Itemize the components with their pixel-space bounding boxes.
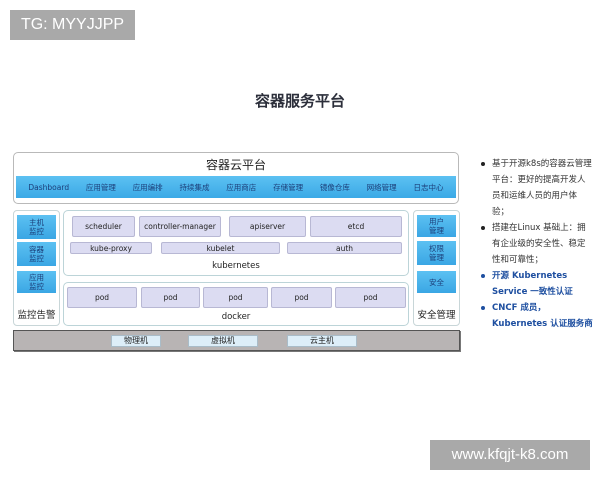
menu-item-app-store[interactable]: 应用商店 [226, 182, 257, 192]
monitoring-caption: 监控告警 [17, 310, 56, 321]
component-kubelet: kubelet [161, 242, 280, 254]
container-monitoring[interactable]: 容器 监控 [17, 242, 56, 266]
note-item: 基于开源k8s的容器云管理平台：更好的提高开发人员和运维人员的用户体验； [478, 156, 593, 220]
platform-title: 容器云平台 [205, 158, 266, 172]
page-title: 容器服务平台 [254, 92, 345, 110]
kubernetes-label: kubernetes [212, 261, 260, 271]
security[interactable]: 安全 [417, 271, 456, 293]
app-monitoring[interactable]: 应用 监控 [17, 271, 56, 293]
feature-notes: 基于开源k8s的容器云管理平台：更好的提高开发人员和运维人员的用户体验； 搭建在… [478, 156, 593, 332]
note-item-highlight: 开源 Kubernetes Service 一致性认证 [478, 268, 593, 300]
menu-item-image-registry[interactable]: 镜像仓库 [319, 182, 350, 192]
menu-item-ci[interactable]: 持续集成 [179, 182, 210, 192]
pod-1: pod [67, 287, 137, 308]
menu-item-log-center[interactable]: 日志中心 [413, 182, 444, 192]
component-auth: auth [287, 242, 402, 254]
note-item: 搭建在Linux 基础上：拥有企业级的安全性、稳定性和可靠性； [478, 220, 593, 268]
component-apiserver: apiserver [229, 216, 306, 237]
security-caption: 安全管理 [417, 310, 456, 321]
infra-cloud-host: 云主机 [287, 335, 357, 347]
kubernetes-box: scheduler controller-manager apiserver e… [63, 210, 409, 276]
container-cloud-platform: 容器云平台 Dashboard 应用管理 应用编排 持续集成 应用商店 存储管理… [13, 152, 459, 204]
infra-virtual-machine: 虚拟机 [188, 335, 258, 347]
pod-4: pod [271, 287, 332, 308]
menu-item-storage[interactable]: 存储管理 [273, 182, 304, 192]
component-etcd: etcd [310, 216, 402, 237]
watermark-top: TG: MYYJJPP [10, 10, 135, 40]
component-scheduler: scheduler [72, 216, 135, 237]
pod-3: pod [203, 287, 268, 308]
pod-2: pod [141, 287, 200, 308]
monitoring-panel: 主机 监控 容器 监控 应用 监控 监控告警 [13, 210, 60, 326]
infrastructure-bar: 物理机 虚拟机 云主机 [13, 330, 460, 351]
component-kube-proxy: kube-proxy [70, 242, 152, 254]
infra-physical-machine: 物理机 [111, 335, 161, 347]
docker-box: pod pod pod pod pod docker [63, 282, 409, 326]
user-management[interactable]: 用户 管理 [417, 215, 456, 237]
menu-item-dashboard[interactable]: Dashboard [28, 182, 70, 192]
pod-5: pod [335, 287, 406, 308]
watermark-bottom: www.kfqjt-k8.com [430, 440, 590, 470]
permission-management[interactable]: 权限 管理 [417, 241, 456, 265]
platform-menu-bar: Dashboard 应用管理 应用编排 持续集成 应用商店 存储管理 镜像仓库 … [16, 176, 456, 198]
host-monitoring[interactable]: 主机 监控 [17, 215, 56, 239]
security-panel: 用户 管理 权限 管理 安全 安全管理 [413, 210, 460, 326]
menu-item-app-orchestration[interactable]: 应用编排 [132, 182, 163, 192]
menu-item-network[interactable]: 网络管理 [366, 182, 397, 192]
component-controller-manager: controller-manager [139, 216, 221, 237]
note-item-highlight: CNCF 成员，Kubernetes 认证服务商 [478, 300, 593, 332]
menu-item-app-management[interactable]: 应用管理 [85, 182, 116, 192]
docker-label: docker [221, 312, 251, 322]
